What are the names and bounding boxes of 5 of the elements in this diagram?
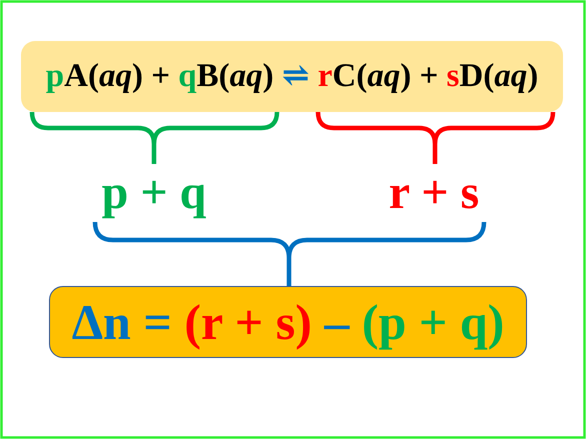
equation-panel	[21, 41, 563, 112]
product-coefficient-sum: r + s	[388, 169, 480, 217]
formula-panel	[49, 286, 527, 358]
reactant-coefficient-sum: p + q	[102, 169, 206, 217]
equilibrium-equation: pA(aq) + qB(aq) ⇌ rC(aq) + sD(aq)	[46, 60, 538, 93]
